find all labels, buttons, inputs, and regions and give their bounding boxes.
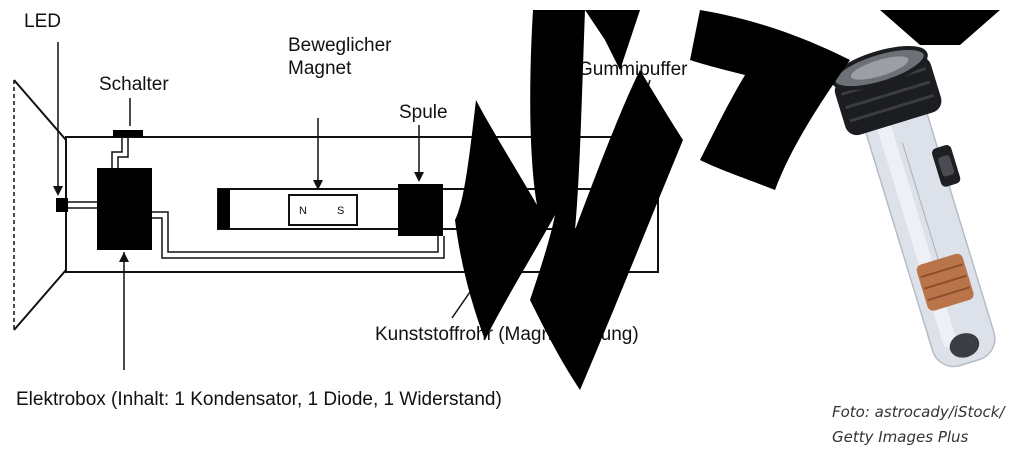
moving-magnet (288, 194, 358, 226)
photo-credit-line2: Getty Images Plus (832, 428, 969, 446)
photo-bottom-cap (949, 333, 980, 358)
switch-component (113, 130, 143, 137)
magnet-north: N (299, 205, 307, 217)
label-led: LED (24, 11, 61, 32)
magnet-south: S (337, 205, 344, 217)
photo-credit-line1: Foto: astrocady/iStock/ (832, 403, 1006, 421)
flashlight-photo (831, 45, 996, 368)
label-buffer: Gummipuffer (578, 59, 688, 80)
label-box: Elektrobox (Inhalt: 1 Kondensator, 1 Dio… (16, 389, 502, 410)
label-magnet-line1: Beweglicher (288, 35, 392, 56)
end-stop-left (218, 189, 230, 229)
led-component (56, 198, 68, 212)
watermark (455, 10, 1000, 390)
label-switch: Schalter (99, 74, 169, 95)
coil-component (398, 184, 443, 236)
label-coil: Spule (399, 102, 448, 123)
label-magnet-line2: Magnet (288, 58, 352, 79)
electronics-box (97, 168, 152, 250)
